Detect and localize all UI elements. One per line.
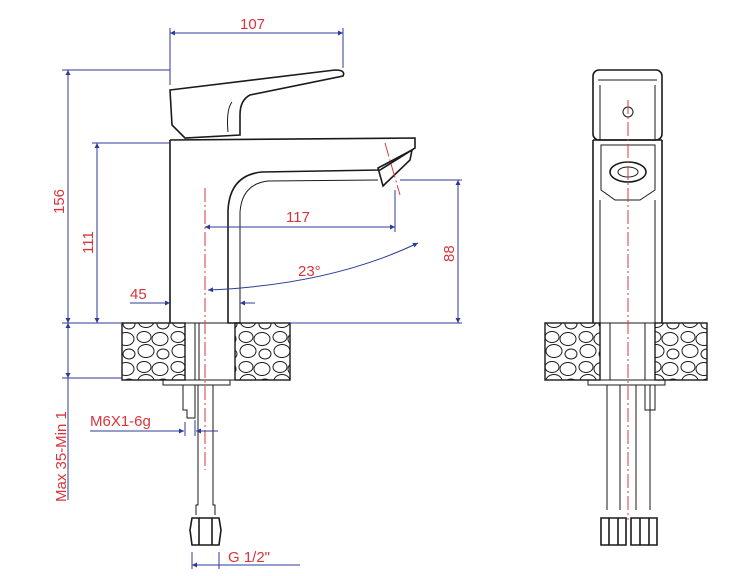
hose-thread-label: G 1/2" <box>228 549 270 566</box>
dim-88-label: 88 <box>441 245 458 262</box>
spout-inner <box>239 179 379 323</box>
countertop-right <box>234 322 291 381</box>
front-hoses <box>606 385 656 510</box>
aerator-axis <box>384 142 401 196</box>
dim-117-label: 117 <box>286 209 310 226</box>
front-countertop-right <box>654 322 708 381</box>
front-hose-nuts <box>600 517 658 546</box>
dim-23deg-label: 23° <box>298 263 321 280</box>
front-mounting-plate <box>587 379 666 386</box>
stud-thread-label: M6X1-6g <box>90 413 151 430</box>
handle-detail <box>227 101 233 133</box>
dimension-lines <box>62 28 462 569</box>
mounting-plate <box>162 379 231 386</box>
dim-111-label: 111 <box>80 231 97 254</box>
mounting-stud <box>182 385 196 419</box>
aerator <box>377 148 414 188</box>
dim-107-label: 107 <box>240 16 265 33</box>
hose-nut <box>189 517 222 546</box>
dim-156-label: 156 <box>51 189 68 214</box>
front-countertop-left <box>544 322 601 381</box>
dim-45-label: 45 <box>130 286 147 303</box>
faucet-body <box>169 137 416 324</box>
supply-hose <box>195 385 216 515</box>
shank <box>184 322 236 381</box>
front-view <box>544 69 708 546</box>
counter-thickness-label: Max 35-Min 1 <box>53 411 70 502</box>
side-view <box>121 69 416 546</box>
handle-lever <box>169 69 345 139</box>
countertop-left <box>121 322 186 381</box>
